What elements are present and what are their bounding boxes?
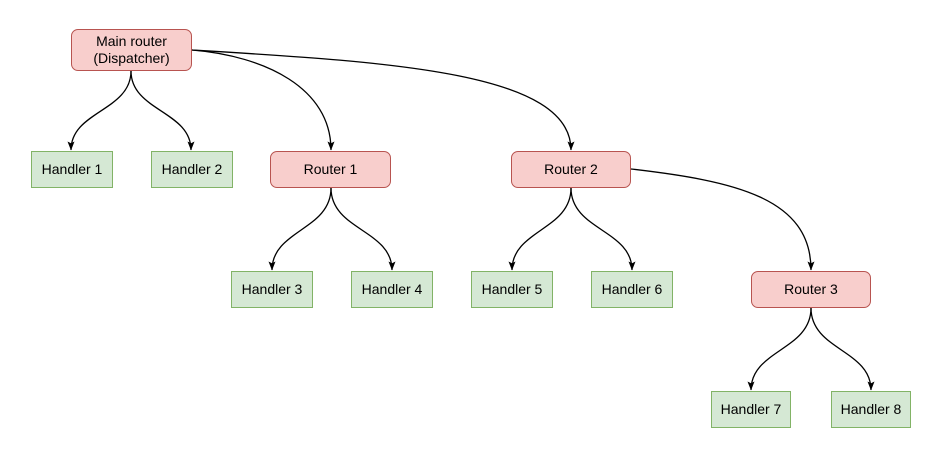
node-handler-7: Handler 7: [711, 391, 791, 428]
edge-router-2-to-handler-5: [508, 187, 572, 271]
node-router-1-label: Router 1: [303, 161, 358, 177]
node-handler-6-label: Handler 6: [601, 281, 663, 297]
edge-main-router-to-router-2: [191, 49, 575, 151]
edge-router-2-to-handler-6: [570, 187, 636, 271]
edge-main-router-to-handler-2: [130, 70, 195, 151]
node-main-router-line-2: (Dispatcher): [93, 50, 170, 66]
node-handler-3: Handler 3: [231, 271, 313, 308]
node-router-3: Router 3: [751, 271, 871, 308]
node-main-router-line-1: Main router: [96, 33, 167, 49]
node-handler-5: Handler 5: [471, 271, 553, 308]
edge-router-3-to-handler-8: [810, 307, 875, 391]
node-router-3-label: Router 3: [784, 281, 838, 297]
edge-router-1-to-handler-3: [268, 187, 332, 271]
node-handler-5-label: Handler 5: [481, 281, 543, 297]
edge-router-2-to-router-3: [630, 168, 815, 271]
edge-router-3-to-handler-7: [747, 307, 812, 391]
node-handler-8-label: Handler 8: [840, 401, 902, 417]
node-handler-8: Handler 8: [831, 391, 911, 428]
node-router-2: Router 2: [511, 151, 631, 188]
node-main-router: Main router (Dispatcher): [71, 29, 192, 71]
node-handler-1-label: Handler 1: [41, 161, 103, 177]
node-handler-4: Handler 4: [351, 271, 433, 308]
node-handler-6: Handler 6: [591, 271, 673, 308]
node-handler-2-label: Handler 2: [161, 161, 223, 177]
node-router-1: Router 1: [270, 151, 391, 188]
node-handler-7-label: Handler 7: [720, 401, 782, 417]
node-main-router-label: Main router (Dispatcher): [93, 33, 169, 67]
node-handler-2: Handler 2: [151, 151, 233, 188]
node-handler-4-label: Handler 4: [361, 281, 423, 297]
node-handler-3-label: Handler 3: [241, 281, 303, 297]
edge-router-1-to-handler-4: [330, 187, 396, 271]
node-handler-1: Handler 1: [31, 151, 113, 188]
node-router-2-label: Router 2: [544, 161, 598, 177]
edge-main-router-to-router-1: [191, 49, 335, 151]
edge-main-router-to-handler-1: [67, 70, 132, 151]
